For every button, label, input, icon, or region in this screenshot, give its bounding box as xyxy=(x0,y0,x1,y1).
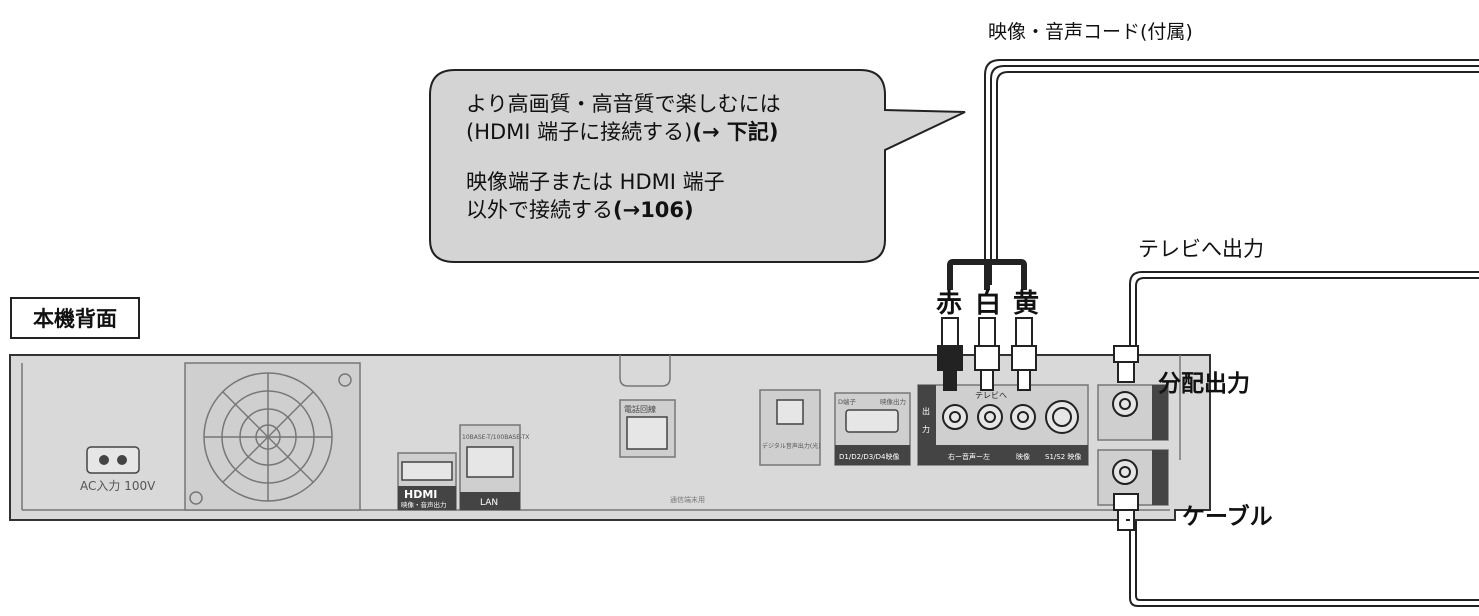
phone-port-label: 電話回線 xyxy=(624,404,656,414)
hdmi-logo: HDMI xyxy=(404,488,437,501)
ac-inlet xyxy=(86,446,140,474)
output-vertical-2: 力 xyxy=(922,424,930,434)
callout-hdmi-text: (HDMI 端子に接続する) xyxy=(466,120,693,144)
callout-text: より高画質・高音質で楽しむには (HDMI 端子に接続する)(→ 下記) 映像端… xyxy=(466,90,781,224)
lan-caption: LAN xyxy=(480,498,498,508)
d-terminal-label: D端子 xyxy=(838,397,857,406)
callout-bubble xyxy=(429,69,966,263)
optical-caption: デジタル音声出力(光) xyxy=(762,442,821,450)
callout-other-text: 以外で接続する xyxy=(466,198,613,222)
output-vertical-1: 出 xyxy=(922,406,930,416)
rca-plugs xyxy=(937,317,1037,391)
antenna-plugs xyxy=(1113,345,1139,531)
ac-input-label: AC入力 100V xyxy=(80,479,156,493)
service-port-label: 通信端末用 xyxy=(670,495,705,504)
plug-yellow-label: 黄 xyxy=(1013,289,1040,319)
cord-label: 映像・音声コード(付属) xyxy=(988,21,1193,43)
callout-line-1: より高画質・高音質で楽しむには xyxy=(466,92,781,116)
tv-frame xyxy=(1129,271,1479,607)
tv-output-label: テレビへ出力 xyxy=(1138,237,1264,261)
recorder-back-panel xyxy=(9,354,1211,521)
callout-ref-106[interactable]: (→106) xyxy=(613,198,694,222)
plug-red-label: 赤 xyxy=(936,289,963,319)
lan-port-label: 10BASE-T/100BASE-TX xyxy=(462,434,529,441)
video-caption: 映像 xyxy=(1016,452,1030,461)
callout-line-4: 以外で接続する(→106) xyxy=(466,196,781,224)
back-panel-label: 本機背面 xyxy=(10,297,140,339)
callout-line-2: (HDMI 端子に接続する)(→ 下記) xyxy=(466,118,781,146)
d-terminal-caption: D1/D2/D3/D4映像 xyxy=(839,452,899,461)
rca-jacks xyxy=(942,400,1079,434)
d-terminal-out: 映像出力 xyxy=(880,397,906,406)
av-cord xyxy=(947,59,1479,290)
s-video-caption: S1/S2 映像 xyxy=(1045,452,1081,461)
cable-label: ケーブル xyxy=(1182,504,1273,530)
split-output-label: 分配出力 xyxy=(1158,371,1250,397)
callout-ref-below[interactable]: (→ 下記) xyxy=(692,120,779,144)
plug-white-label: 白 xyxy=(975,289,1002,319)
callout-line-3: 映像端子または HDMI 端子 xyxy=(466,170,725,194)
rca-caption: 右ー音声ー左 xyxy=(948,452,990,461)
to-tv-label: テレビへ xyxy=(975,391,1007,400)
fan-grille xyxy=(203,372,333,502)
hdmi-caption: 映像・音声出力 xyxy=(401,500,447,509)
